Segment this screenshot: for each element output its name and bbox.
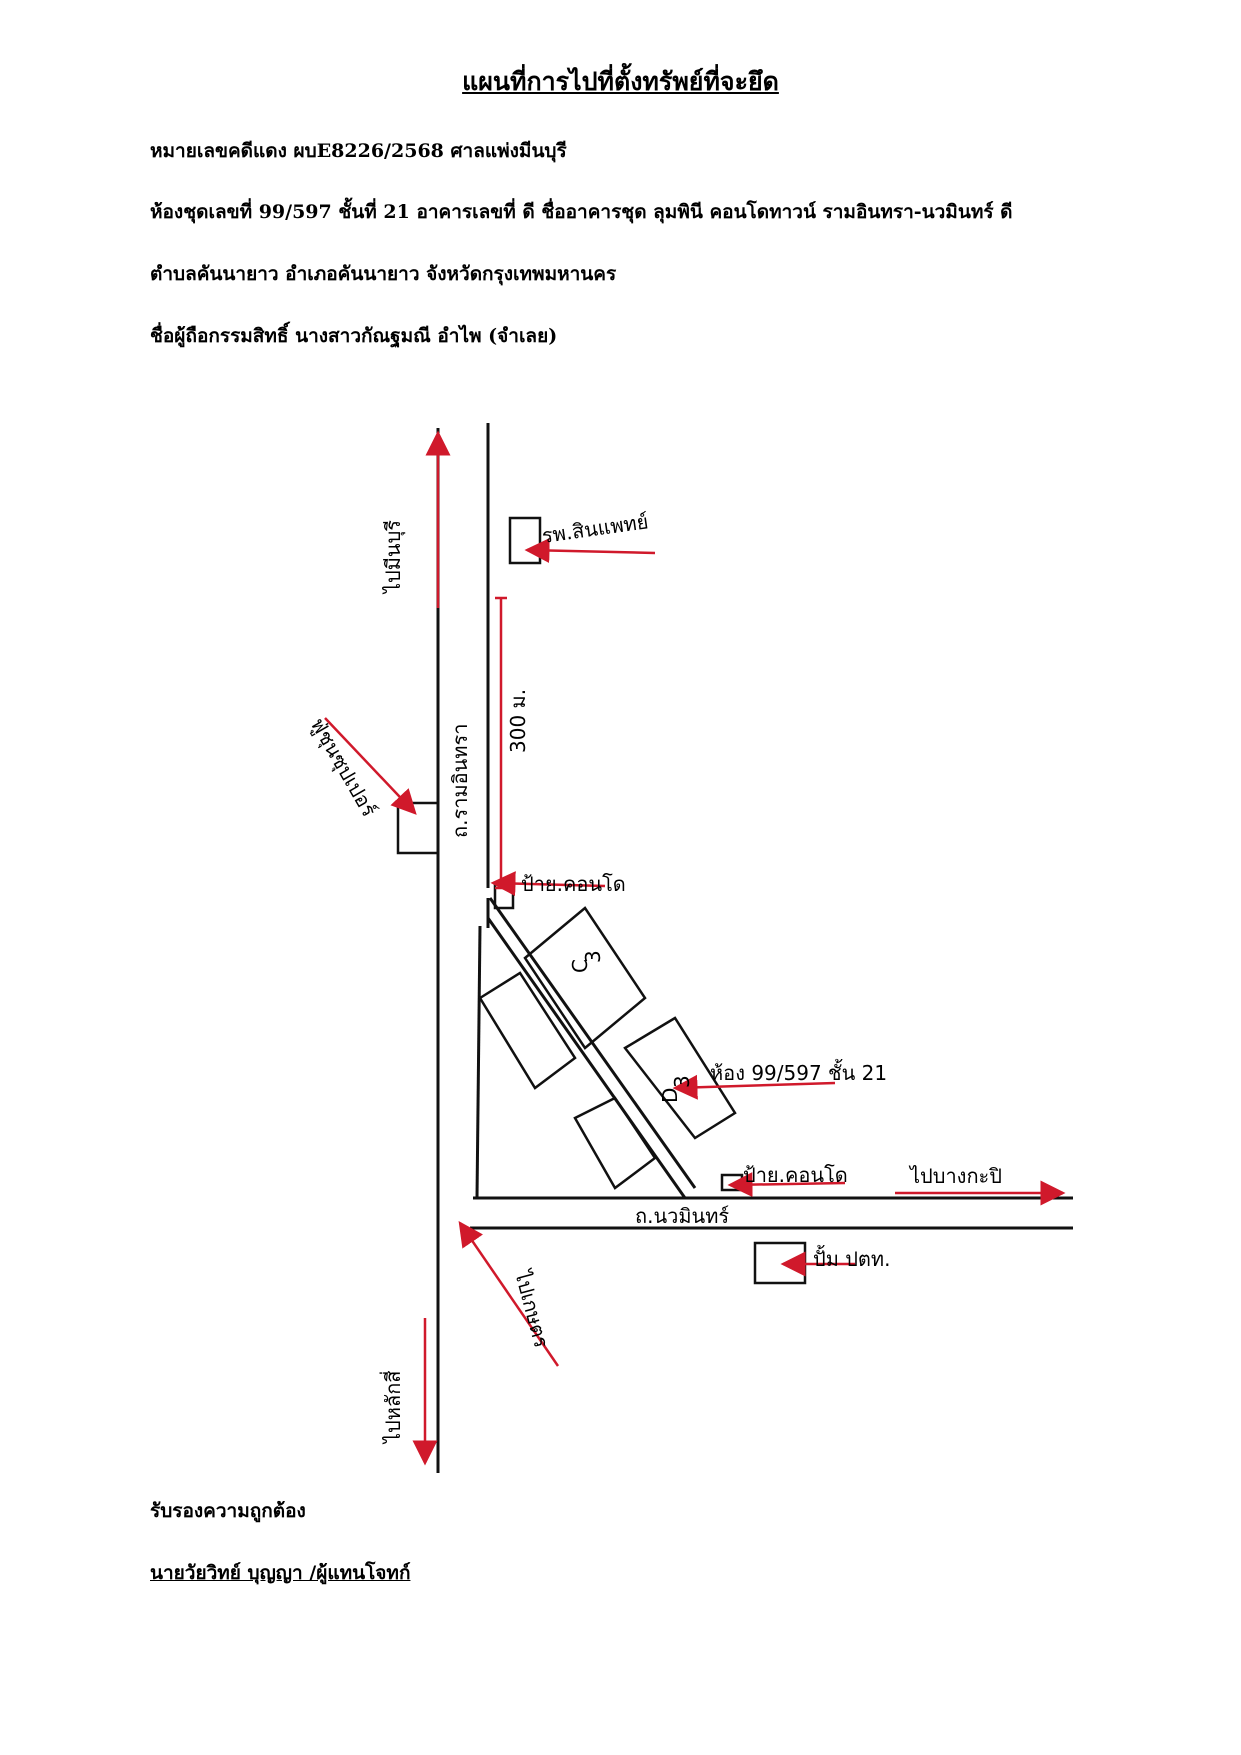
- location-line: ตำบลคันนายาว อำเภอคันนายาว จังหวัดกรุงเท…: [150, 263, 617, 285]
- page-title: แผนที่การไปที่ตั้งทรัพย์ที่จะยึด: [462, 67, 779, 96]
- label-condo-sign-top: ป้าย.คอนโด: [521, 872, 626, 896]
- red-arrows: [324, 430, 1066, 1466]
- label-road-ramintra: ถ.รามอินทรา: [448, 724, 472, 838]
- hand-drawn-map: ไปมีนบุรี รพ.สินแพทย์ ฟู่ชุนซุปเปอร์ ถ.ร…: [255, 398, 1080, 1478]
- label-to-minburi: ไปมีนบุรี: [381, 520, 406, 595]
- label-hospital: รพ.สินแพทย์: [540, 509, 649, 548]
- signer-name: นายวัยวิทย์ บุญญา /ผู้แทนโจทก์: [150, 1562, 411, 1584]
- label-to-kaset: ไปเกษตร: [510, 1266, 554, 1350]
- certify-text: รับรองความถูกต้อง: [150, 1500, 306, 1522]
- label-building-c-num: 3: [581, 950, 605, 963]
- building-c: [523, 906, 647, 1050]
- label-building-d: D: [658, 1088, 682, 1103]
- label-building-d-num: 3: [670, 1075, 694, 1088]
- case-number: หมายเลขคดีแดง ผบE8226/2568 ศาลแพ่งมีนบุร…: [150, 140, 567, 162]
- label-condo-sign-bottom: ป้าย.คอนโด: [743, 1163, 848, 1187]
- label-shop: ฟู่ชุนซุปเปอร์: [305, 714, 382, 822]
- building-d: [623, 1016, 737, 1140]
- unit-description: ห้องชุดเลขที่ 99/597 ชั้นที่ 21 อาคารเลข…: [150, 201, 1013, 223]
- label-distance: 300 ม.: [506, 689, 530, 753]
- label-gas-station: ปั้ม ปตท.: [813, 1245, 890, 1271]
- label-building-c: C: [568, 959, 592, 973]
- label-target-room: ห้อง 99/597 ชั้น 21: [710, 1059, 887, 1085]
- label-to-laksi: ไปหลักสี่: [379, 1370, 405, 1445]
- hospital-building: [508, 516, 542, 565]
- building-left-2: [573, 1096, 657, 1190]
- building-left-1: [478, 971, 577, 1090]
- label-road-nawamin: ถ.นวมินทร์: [635, 1204, 729, 1228]
- owner-line: ชื่อผู้ถือกรรมสิทธิ์ นางสาวกัณฐมณี อำไพ …: [150, 325, 558, 347]
- shop-building: [396, 801, 440, 855]
- condo-sign-bottom-box: [720, 1173, 744, 1192]
- label-to-bangkapi: ไปบางกะปิ: [908, 1164, 1002, 1188]
